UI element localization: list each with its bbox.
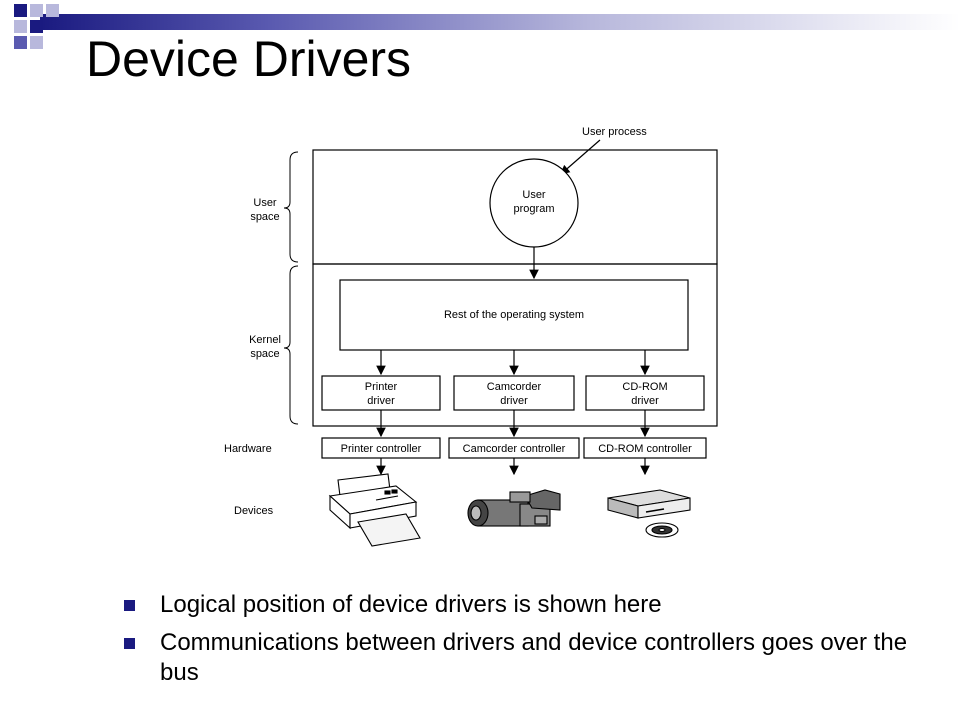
device-driver-diagram: User process User program Rest of the op…	[224, 126, 718, 547]
kernel-space-label-2: space	[250, 348, 279, 360]
user-process-label: User process	[582, 126, 647, 138]
cdrom-driver-box	[585, 375, 705, 411]
camcorder-driver-box	[453, 375, 575, 411]
bullet-item: Logical position of device drivers is sh…	[124, 590, 924, 620]
user-program-label-1: User	[522, 189, 546, 201]
header-gradient-bar	[40, 14, 960, 30]
bullet-list: Logical position of device drivers is sh…	[124, 590, 924, 696]
user-process-arrow	[560, 139, 601, 175]
cdrom-driver-label-1: CD-ROM	[622, 381, 667, 393]
hardware-label: Hardware	[224, 443, 272, 455]
camcorder-driver-label-2: driver	[500, 395, 528, 407]
bullet-item: Communications between drivers and devic…	[124, 628, 924, 688]
camcorder-controller-label: Camcorder controller	[463, 443, 566, 455]
user-space-label-1: User	[253, 197, 277, 209]
bullet-marker	[124, 638, 135, 649]
rest-of-os-box	[339, 279, 689, 351]
cdrom-driver-label-2: driver	[631, 395, 659, 407]
user-space-label-2: space	[250, 211, 279, 223]
camcorder-device-icon	[467, 489, 561, 527]
user-space-brace	[283, 151, 299, 263]
cdrom-device-icon	[607, 489, 691, 538]
devices-label: Devices	[234, 505, 274, 517]
printer-device-icon	[328, 473, 421, 547]
bullet-text: Logical position of device drivers is sh…	[160, 591, 662, 618]
kernel-space-label-1: Kernel	[249, 334, 281, 346]
kernel-space-box	[312, 263, 718, 427]
bullet-marker	[124, 600, 135, 611]
kernel-space-brace	[283, 265, 299, 425]
user-program-label-2: program	[514, 203, 555, 215]
cdrom-controller-label: CD-ROM controller	[598, 443, 692, 455]
bullet-text: Communications between drivers and devic…	[160, 629, 908, 686]
camcorder-driver-label-1: Camcorder	[487, 381, 542, 393]
printer-controller-label: Printer controller	[341, 443, 422, 455]
slide-title: Device Drivers	[86, 31, 412, 87]
printer-driver-label-2: driver	[367, 395, 395, 407]
printer-driver-box	[321, 375, 441, 411]
rest-of-os-label: Rest of the operating system	[444, 309, 584, 321]
printer-driver-label-1: Printer	[365, 381, 398, 393]
